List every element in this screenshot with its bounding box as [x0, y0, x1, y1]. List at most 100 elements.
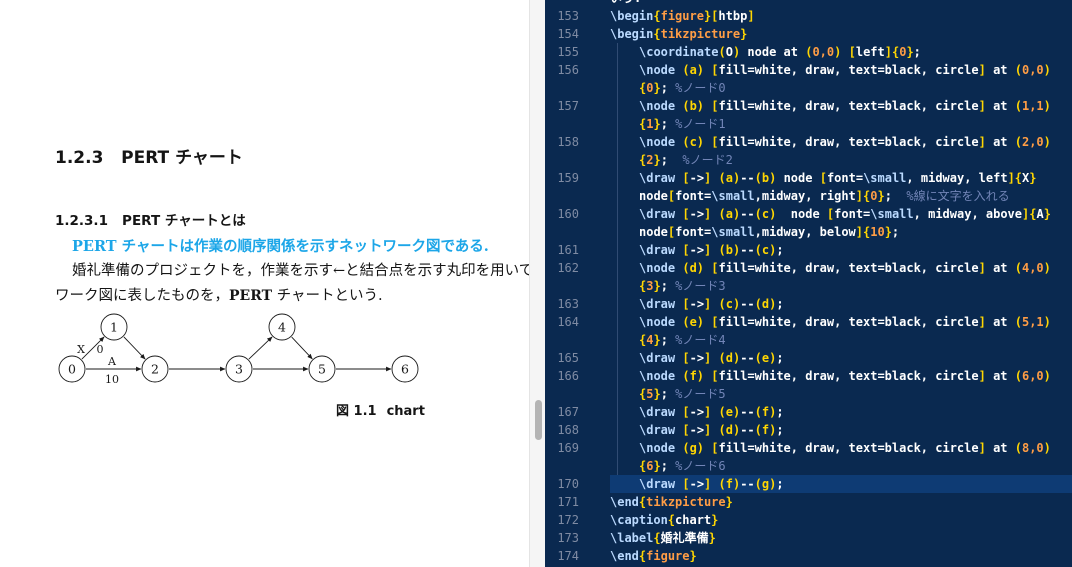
- figure-caption-label: 図 1.1: [336, 404, 377, 419]
- line-number[interactable]: 168: [557, 423, 579, 437]
- lead-sentence: PERT チャートは作業の順序関係を示すネットワーク図である.: [72, 238, 489, 255]
- figure-caption: 図 1.1 chart: [336, 400, 425, 419]
- line-number[interactable]: [545, 277, 610, 295]
- code-line[interactable]: {5}; %ノード5: [545, 385, 1072, 403]
- code-text: \caption{chart}: [610, 513, 719, 527]
- line-number[interactable]: 154: [557, 27, 579, 41]
- line-number[interactable]: [545, 187, 610, 205]
- line-number[interactable]: 172: [557, 513, 579, 527]
- svg-text:X: X: [77, 343, 85, 356]
- svg-text:A: A: [107, 355, 117, 368]
- code-line[interactable]: 167 \draw [->] (e)--(f);: [545, 403, 1072, 421]
- line-number[interactable]: [545, 223, 610, 241]
- code-line[interactable]: 165 \draw [->] (d)--(e);: [545, 349, 1072, 367]
- code-line[interactable]: {4}; %ノード4: [545, 331, 1072, 349]
- line-number[interactable]: 161: [557, 243, 579, 257]
- scrollbar-thumb[interactable]: [535, 400, 542, 440]
- line-number[interactable]: 171: [557, 495, 579, 509]
- code-line[interactable]: いう.: [545, 0, 1072, 7]
- code-line[interactable]: 168\draw [->] (d)--(f);: [545, 421, 1072, 439]
- code-text: \draw [->] (f)--(g);: [610, 475, 1072, 493]
- pdf-preview-pane: 1.2.3 PERT チャート 1.2.3.1 PERT チャートとは PERT…: [55, 148, 545, 419]
- line-number[interactable]: 158: [557, 135, 579, 149]
- code-text: \draw [->] (a)--(c) node [font=\small, m…: [639, 207, 1051, 221]
- code-line[interactable]: 153\begin{figure}[htbp]: [545, 7, 1072, 25]
- code-line[interactable]: {3}; %ノード3: [545, 277, 1072, 295]
- line-number[interactable]: 166: [557, 369, 579, 383]
- code-text: \node (b) [fill=white, draw, text=black,…: [639, 99, 1051, 113]
- code-line[interactable]: {6}; %ノード6: [545, 457, 1072, 475]
- line-number[interactable]: [545, 79, 610, 97]
- svg-text:3: 3: [235, 362, 243, 377]
- code-line[interactable]: 169\node (g) [fill=white, draw, text=bla…: [545, 439, 1072, 457]
- code-text: {1}; %ノード1: [639, 117, 726, 131]
- paragraph-line-2: ワーク図に表したものを，PERT チャートという.: [55, 288, 383, 304]
- line-number[interactable]: [545, 385, 610, 403]
- code-text: \draw [->] (b)--(c);: [639, 243, 784, 257]
- code-line[interactable]: 162\node (d) [fill=white, draw, text=bla…: [545, 259, 1072, 277]
- line-number[interactable]: [545, 115, 610, 133]
- line-number[interactable]: 162: [557, 261, 579, 275]
- svg-text:0: 0: [68, 362, 76, 377]
- svg-text:5: 5: [318, 362, 326, 377]
- line-number[interactable]: 173: [557, 531, 579, 545]
- paragraph-line-1: 婚礼準備のプロジェクトを，作業を示す←と結合点を示す丸印を用いてネ: [72, 263, 545, 279]
- line-number[interactable]: 164: [557, 315, 579, 329]
- line-number[interactable]: 170: [557, 477, 579, 491]
- code-line[interactable]: 160 \draw [->] (a)--(c) node [font=\small…: [545, 205, 1072, 223]
- svg-text:4: 4: [278, 320, 286, 335]
- line-number[interactable]: 153: [557, 9, 579, 23]
- svg-text:10: 10: [105, 373, 119, 386]
- code-line[interactable]: 161 \draw [->] (b)--(c);: [545, 241, 1072, 259]
- code-text: いう.: [610, 0, 1072, 7]
- line-number[interactable]: 159: [557, 171, 579, 185]
- code-text: \draw [->] (e)--(f);: [639, 405, 784, 419]
- code-line[interactable]: 164\node (e) [fill=white, draw, text=bla…: [545, 313, 1072, 331]
- code-line[interactable]: 172 \caption{chart}: [545, 511, 1072, 529]
- scrollbar-track[interactable]: [529, 0, 545, 567]
- code-line[interactable]: 158\node (c) [fill=white, draw, text=bla…: [545, 133, 1072, 151]
- code-line[interactable]: 154 \begin{tikzpicture}: [545, 25, 1072, 43]
- code-text: \coordinate(O) node at (0,0) [left]{0};: [639, 45, 921, 59]
- code-line[interactable]: {0}; %ノード0: [545, 79, 1072, 97]
- code-line[interactable]: node[font=\small,midway, right]{0}; %線に文…: [545, 187, 1072, 205]
- line-number[interactable]: 174: [557, 549, 579, 563]
- code-line[interactable]: 163 \draw [->] (c)--(d);: [545, 295, 1072, 313]
- line-number[interactable]: 156: [557, 63, 579, 77]
- subsection-heading: 1.2.3.1 PERT チャートとは: [55, 213, 246, 229]
- code-text: \label{婚礼準備}: [610, 531, 716, 545]
- code-line[interactable]: {2}; %ノード2: [545, 151, 1072, 169]
- line-number[interactable]: 157: [557, 99, 579, 113]
- code-line[interactable]: {1}; %ノード1: [545, 115, 1072, 133]
- code-line[interactable]: 157 \node (b) [fill=white, draw, text=bla…: [545, 97, 1072, 115]
- section-heading: 1.2.3 PERT チャート: [55, 148, 243, 168]
- code-line[interactable]: 156\node (a) [fill=white, draw, text=bla…: [545, 61, 1072, 79]
- code-text: \draw [->] (d)--(e);: [639, 351, 784, 365]
- line-number[interactable]: [545, 151, 610, 169]
- line-number[interactable]: 160: [557, 207, 579, 221]
- code-text: {4}; %ノード4: [639, 333, 726, 347]
- line-number[interactable]: 169: [557, 441, 579, 455]
- line-number[interactable]: 167: [557, 405, 579, 419]
- code-editor-pane[interactable]: いう.153\begin{figure}[htbp] 154 \begin{tikz…: [545, 0, 1072, 567]
- figure-caption-text: chart: [386, 404, 425, 419]
- code-line[interactable]: node[font=\small,midway, below]{10};: [545, 223, 1072, 241]
- svg-text:2: 2: [151, 362, 159, 377]
- line-number[interactable]: 155: [557, 45, 579, 59]
- code-line[interactable]: 171\end{tikzpicture}: [545, 493, 1072, 511]
- code-line[interactable]: 173 \label{婚礼準備}: [545, 529, 1072, 547]
- line-number[interactable]: [545, 0, 610, 7]
- line-number[interactable]: 163: [557, 297, 579, 311]
- code-line[interactable]: 174\end{figure}: [545, 547, 1072, 565]
- code-line[interactable]: 155 \coordinate(O) node at (0,0) [left]{0…: [545, 43, 1072, 61]
- code-line[interactable]: 170 \draw [->] (f)--(g);: [545, 475, 1072, 493]
- code-text: node[font=\small,midway, below]{10};: [639, 225, 900, 239]
- code-text: \begin{tikzpicture}: [610, 27, 748, 41]
- line-number[interactable]: [545, 457, 610, 475]
- line-number[interactable]: 165: [557, 351, 579, 365]
- code-text: \draw [->] (c)--(d);: [639, 297, 784, 311]
- line-number[interactable]: [545, 331, 610, 349]
- code-line[interactable]: 159\draw [->] (a)--(b) node [font=\small…: [545, 169, 1072, 187]
- code-line[interactable]: 166\node (f) [fill=white, draw, text=bla…: [545, 367, 1072, 385]
- code-text: {3}; %ノード3: [639, 279, 726, 293]
